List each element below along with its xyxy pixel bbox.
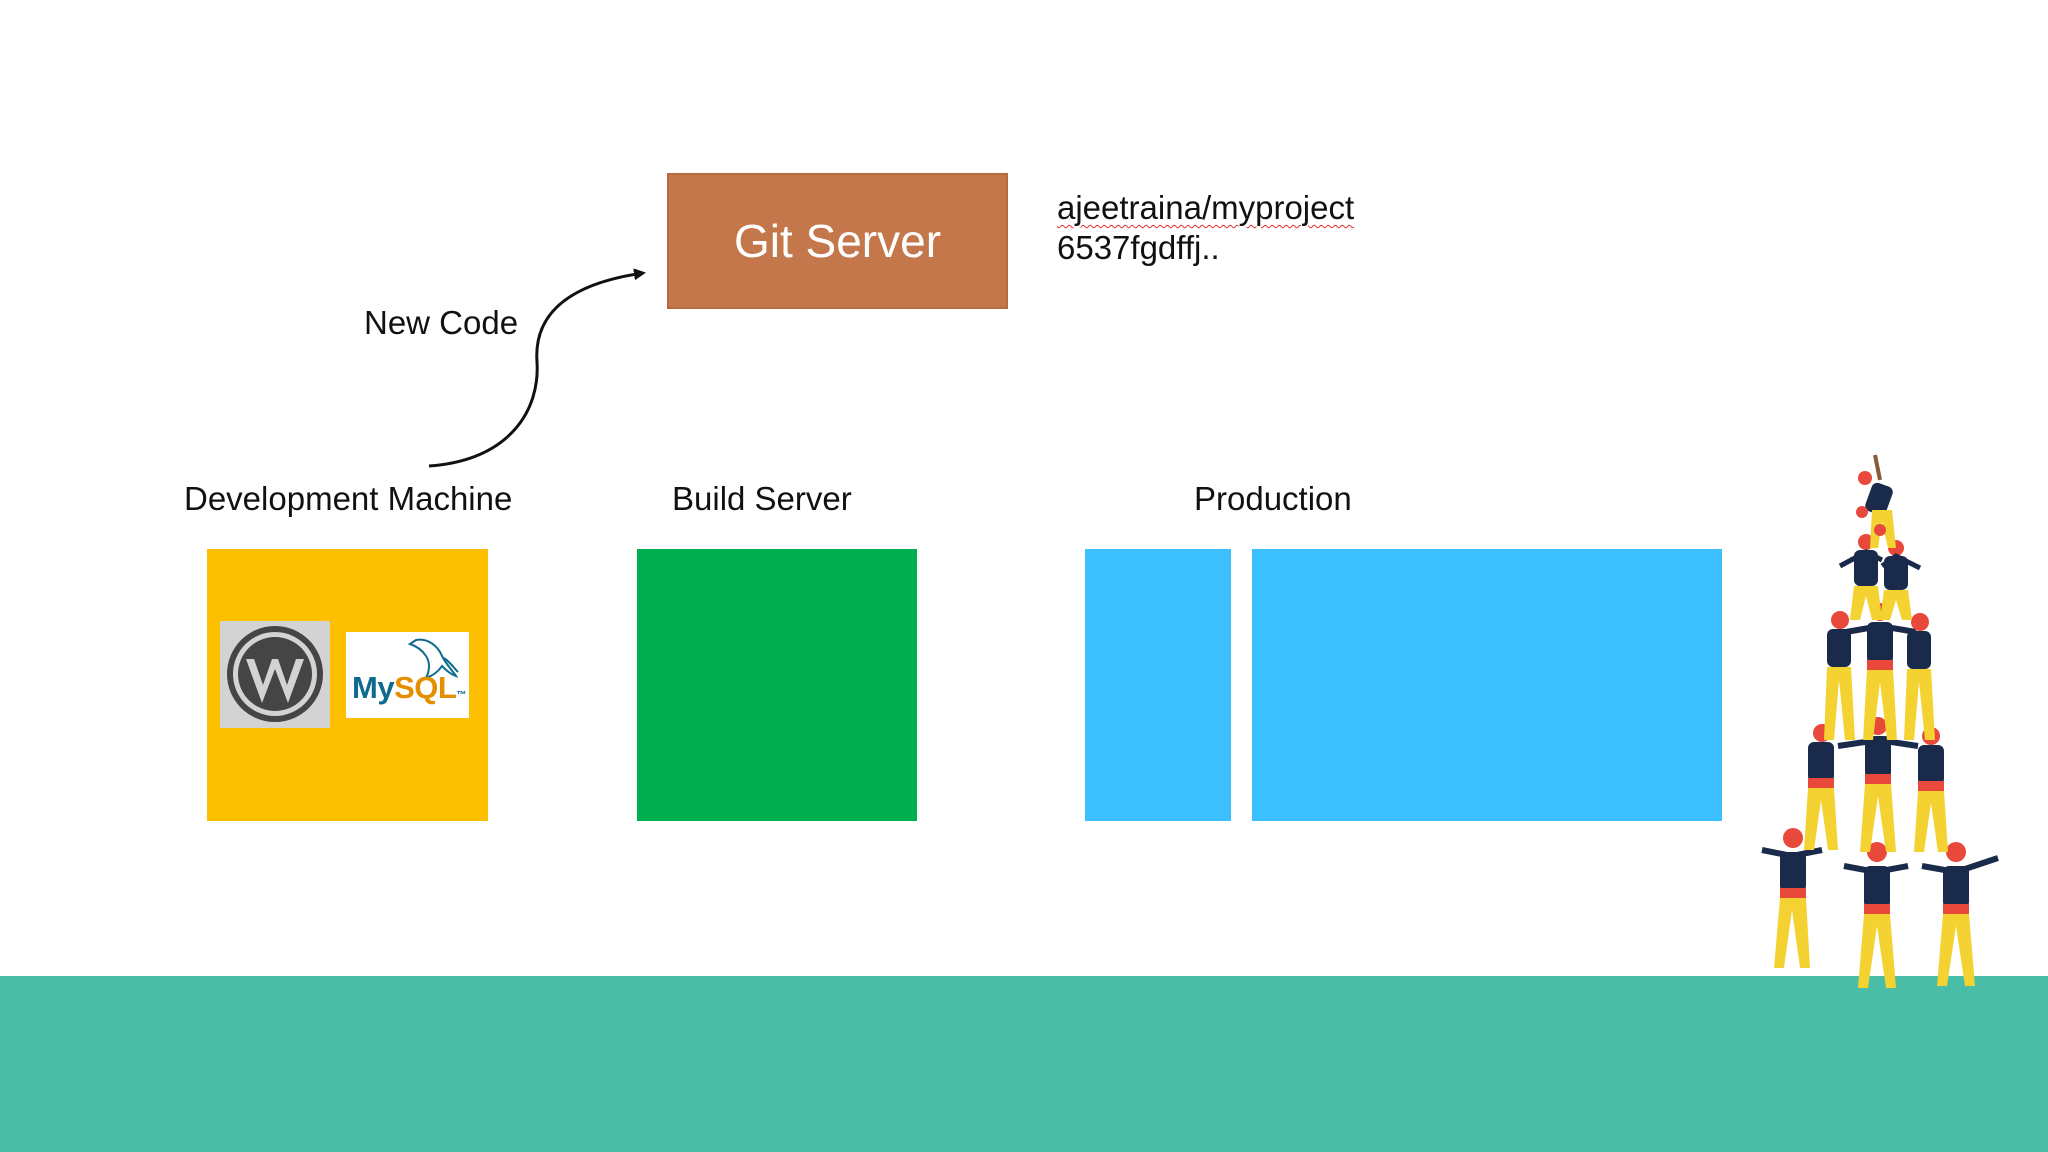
new-code-label: New Code	[364, 304, 519, 341]
build-server-label: Build Server	[672, 480, 852, 517]
tower-figure	[1824, 611, 1855, 740]
repo-name-text: ajeetraina/myproject	[1057, 189, 1355, 226]
production-label: Production	[1194, 480, 1352, 517]
mysql-sql: SQL	[394, 670, 457, 705]
dolphin-icon	[407, 638, 459, 680]
wordpress-icon	[227, 626, 323, 722]
production-box-large	[1252, 549, 1722, 821]
tower-figure	[1804, 724, 1838, 850]
tower-figure	[1914, 727, 1948, 852]
mysql-wordmark: MySQL™	[352, 672, 466, 703]
tower-figure	[1880, 540, 1922, 620]
commit-hash: 6537fgdffj..	[1057, 229, 1220, 266]
tower-figure	[1904, 613, 1935, 740]
development-label: Development Machine	[184, 480, 513, 517]
production-box-small	[1085, 549, 1231, 821]
wordpress-logo-tile	[220, 621, 330, 728]
tower-figure	[1856, 454, 1896, 548]
tower-figure	[1843, 842, 1909, 988]
tower-figure	[1761, 828, 1823, 968]
build-server-box	[637, 549, 917, 821]
tower-figure	[1921, 842, 1999, 986]
git-server-box: Git Server	[667, 173, 1008, 309]
git-server-label: Git Server	[733, 215, 942, 267]
repo-name: ajeetraina/myproject	[1057, 188, 1354, 228]
mysql-my: My	[352, 670, 395, 705]
mysql-logo-tile: MySQL™	[346, 632, 469, 718]
ground-strip	[0, 976, 2048, 1152]
repo-info: ajeetraina/myproject 6537fgdffj..	[1057, 188, 1354, 268]
mysql-tm: ™	[456, 690, 466, 701]
development-box: MySQL™	[207, 549, 488, 821]
tower-figure	[1838, 534, 1884, 620]
